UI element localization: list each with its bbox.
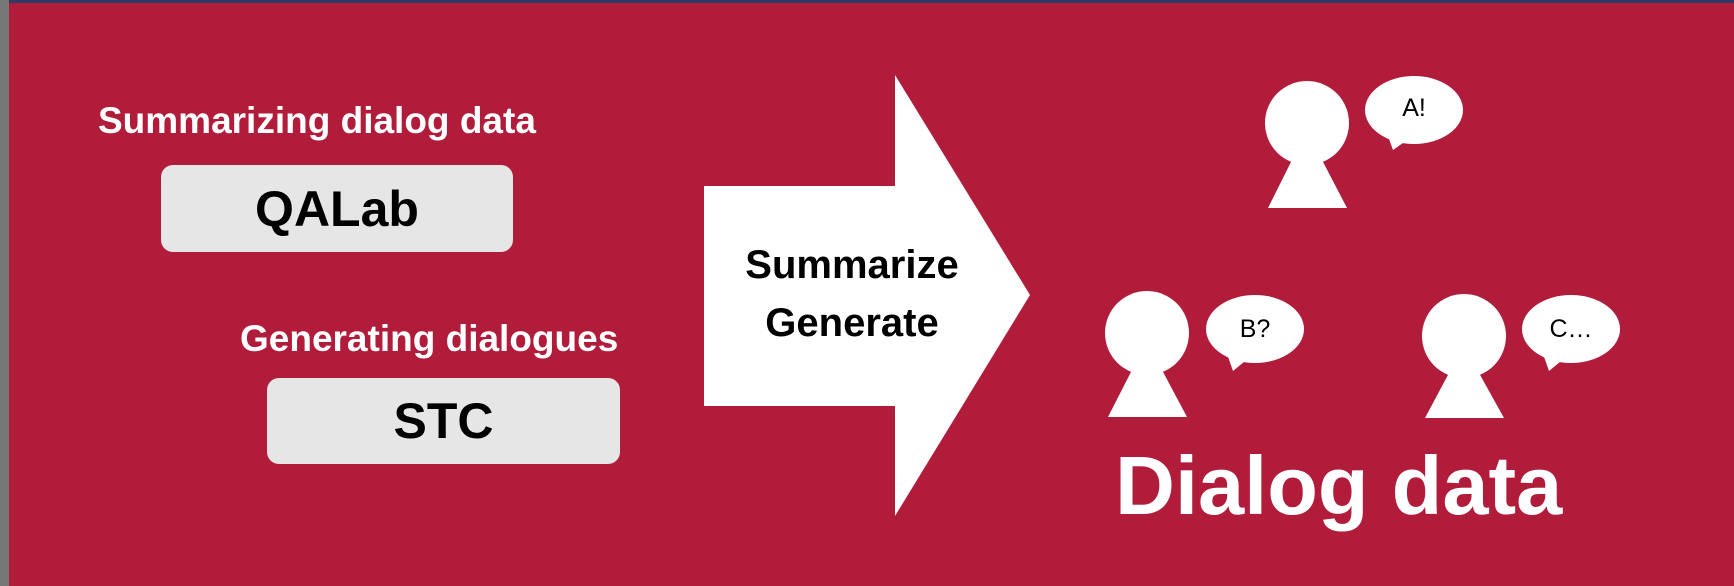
- generating-caption: Generating dialogues: [240, 318, 619, 359]
- arrow-label-generate: Generate: [765, 301, 939, 345]
- dialog-data-title: Dialog data: [1115, 439, 1563, 532]
- person-icon: [1105, 291, 1189, 417]
- speech-bubble-icon: [1365, 76, 1463, 150]
- arrow-label-summarize: Summarize: [745, 243, 959, 287]
- qalab-box: QALab: [161, 165, 513, 252]
- left-border: [0, 0, 9, 586]
- stc-box: STC: [267, 378, 620, 464]
- speech-a: A!: [1402, 94, 1426, 122]
- top-border: [0, 0, 1734, 3]
- speech-b: B?: [1239, 315, 1271, 343]
- speech-bubble-icon: [1206, 295, 1304, 371]
- person-icon: [1422, 294, 1506, 418]
- summarizing-caption: Summarizing dialog data: [98, 100, 536, 141]
- speech-bubble-icon: [1522, 295, 1620, 371]
- person-icon: [1265, 81, 1349, 208]
- speech-c: C…: [1549, 315, 1593, 343]
